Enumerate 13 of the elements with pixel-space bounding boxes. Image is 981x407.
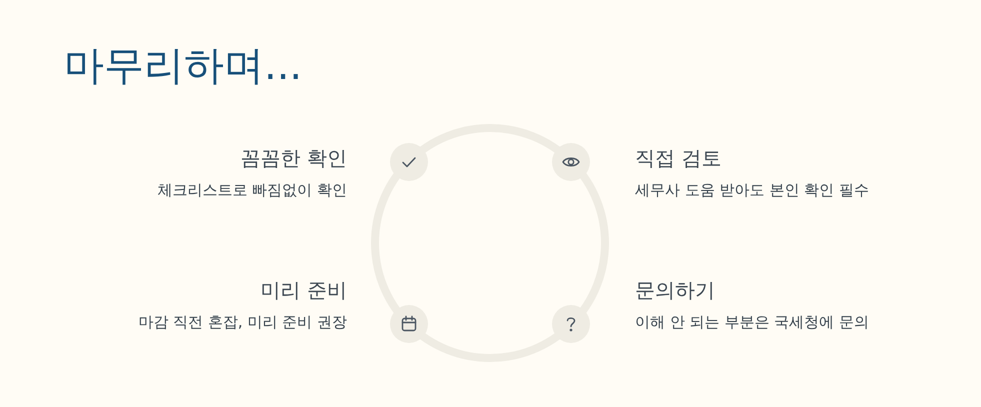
item-heading: 꼼꼼한 확인 — [240, 145, 347, 172]
question-mark-icon — [552, 305, 590, 343]
check-icon — [390, 143, 428, 181]
item-heading: 문의하기 — [635, 277, 715, 304]
eye-icon — [552, 143, 590, 181]
item-description: 체크리스트로 빠짐없이 확인 — [157, 180, 347, 200]
item-description: 이해 안 되는 부분은 국세청에 문의 — [635, 312, 869, 332]
item-heading: 미리 준비 — [260, 277, 347, 304]
item-description: 마감 직전 혼잡, 미리 준비 권장 — [138, 312, 347, 332]
item-description: 세무사 도움 받아도 본인 확인 필수 — [635, 180, 869, 200]
title: 마무리하며... — [64, 42, 302, 91]
item-heading: 직접 검토 — [635, 145, 722, 172]
calendar-icon — [390, 305, 428, 343]
